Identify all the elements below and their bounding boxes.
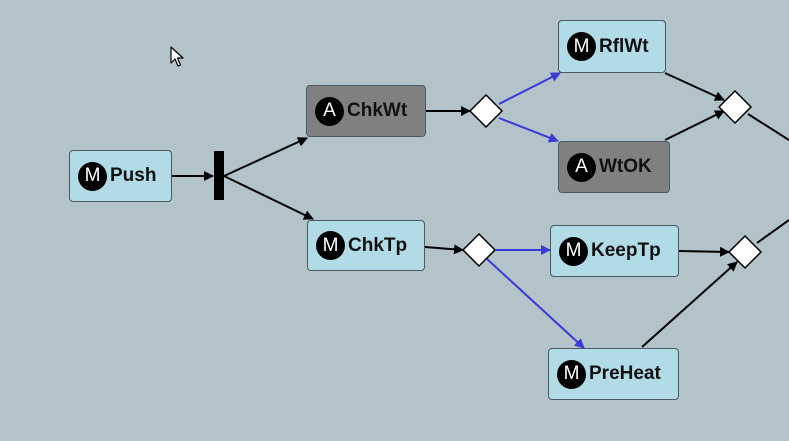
merge-diamond-temp <box>727 234 763 270</box>
node-keeptp[interactable]: M KeepTp <box>550 225 679 277</box>
edge-merge-weight-out <box>747 113 789 141</box>
edge-rflwt-to-merge <box>664 72 725 101</box>
manual-badge-icon: M <box>78 161 107 191</box>
node-preheat[interactable]: M PreHeat <box>548 348 679 400</box>
node-label: Push <box>110 165 157 186</box>
edge-preheat-to-merge <box>641 261 738 348</box>
manual-badge-icon: M <box>567 32 596 61</box>
node-chktp[interactable]: M ChkTp <box>307 220 425 271</box>
manual-badge-icon: M <box>557 359 586 389</box>
edge-merge-temp-out <box>756 219 789 244</box>
edge-choice-to-wtok <box>498 117 559 143</box>
mouse-pointer-icon <box>170 46 184 67</box>
node-label: PreHeat <box>589 363 661 384</box>
edge-wtok-to-merge <box>664 110 725 141</box>
edge-fork-to-chktp <box>223 175 314 220</box>
edge-choice-to-rflwt <box>498 72 561 105</box>
merge-diamond-weight <box>717 89 753 125</box>
edge-fork-to-chkwt <box>223 137 308 177</box>
automatic-badge-icon: A <box>567 152 596 182</box>
node-label: ChkWt <box>347 100 408 121</box>
manual-badge-icon: M <box>559 236 588 266</box>
node-label: ChkTp <box>348 234 408 256</box>
edge-keeptp-to-merge <box>678 246 730 257</box>
node-wtok[interactable]: A WtOK <box>558 141 670 193</box>
edge-chktp-to-decision <box>424 244 464 255</box>
edge-choice-to-preheat <box>486 258 585 349</box>
decision-diamond-weight <box>468 93 504 129</box>
node-rflwt[interactable]: M RflWt <box>558 20 666 73</box>
manual-badge-icon: M <box>316 231 345 260</box>
node-label: KeepTp <box>591 240 661 261</box>
automatic-badge-icon: A <box>315 96 344 126</box>
node-push[interactable]: M Push <box>69 150 172 202</box>
node-label: WtOK <box>599 156 652 177</box>
decision-diamond-temp <box>461 232 497 268</box>
node-label: RflWt <box>599 35 649 57</box>
node-chkwt[interactable]: A ChkWt <box>306 85 426 137</box>
fork-bar <box>214 151 224 200</box>
